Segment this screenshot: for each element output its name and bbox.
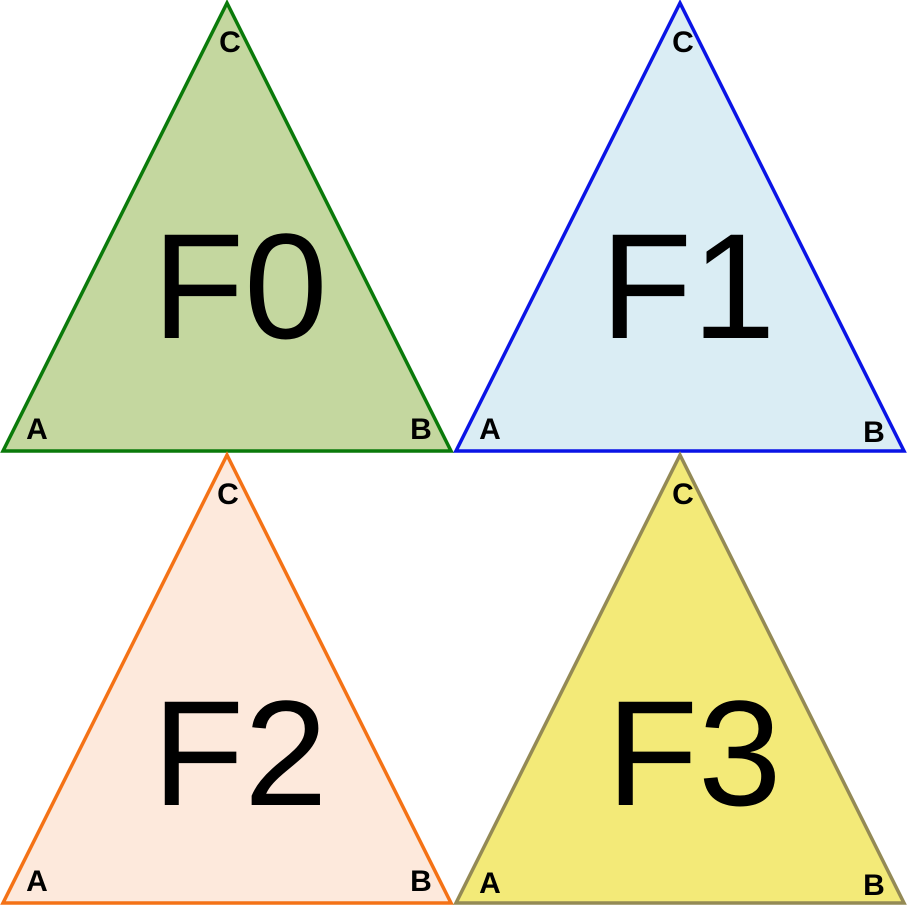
face-f2-vertex-c: C [217, 478, 239, 511]
face-f1: F1 C A B [453, 0, 907, 453]
face-f3: F3 C A B [453, 451, 907, 905]
face-f0-vertex-c: C [219, 26, 241, 59]
face-f1-label: F1 [600, 202, 775, 370]
face-f1-vertex-b: B [863, 416, 885, 449]
face-f0-vertex-a: A [26, 413, 48, 446]
face-f1-vertex-c: C [672, 26, 694, 59]
face-f2-triangle [0, 451, 454, 905]
face-f3-triangle [453, 451, 907, 905]
face-f1-vertex-a: A [479, 413, 501, 446]
face-f0-vertex-b: B [410, 413, 432, 446]
face-f2-label: F2 [152, 669, 327, 837]
face-f0-triangle [0, 0, 454, 453]
face-f3-vertex-b: B [863, 869, 885, 902]
face-f3-label: F3 [606, 669, 781, 837]
face-f1-triangle [453, 0, 907, 453]
face-f0: F0 C A B [0, 0, 454, 453]
face-f0-label: F0 [152, 202, 327, 370]
face-f3-vertex-c: C [672, 478, 694, 511]
face-f2-vertex-b: B [410, 865, 432, 898]
face-f3-vertex-a: A [479, 867, 501, 900]
face-f2: F2 C A B [0, 451, 454, 905]
face-f2-vertex-a: A [26, 865, 48, 898]
